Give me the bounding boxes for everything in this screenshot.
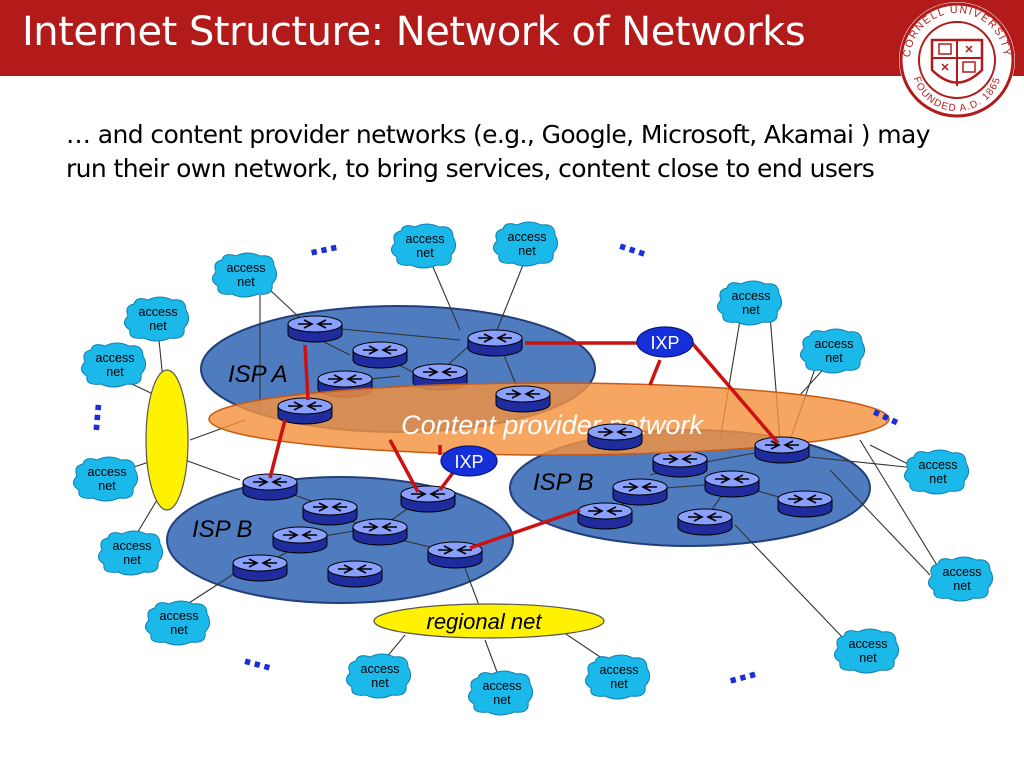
access-net-word-1: access — [227, 261, 266, 275]
ixp-top-label: IXP — [650, 333, 679, 353]
access-net-word-2: net — [518, 244, 536, 258]
access-net-word-2: net — [825, 351, 843, 365]
access-net-word-1: access — [943, 565, 982, 579]
ellipsis-left: … — [72, 400, 109, 433]
access-net-word-2: net — [610, 677, 628, 691]
access-net-word-2: net — [149, 319, 167, 333]
access-net-word-2: net — [106, 365, 124, 379]
regional-net-ellipse — [373, 603, 605, 639]
slide-title: Internet Structure: Network of Networks — [22, 9, 806, 55]
ellipsis-top-left: … — [304, 223, 341, 263]
access-net-word-2: net — [416, 246, 434, 260]
access-net-word-1: access — [96, 351, 135, 365]
access-net-word-1: access — [600, 663, 639, 677]
access-net-word-2: net — [98, 479, 116, 493]
access-net-word-2: net — [493, 693, 511, 707]
access-net-word-1: access — [88, 465, 127, 479]
router-content-1 — [277, 397, 333, 425]
title-bar: Internet Structure: Network of Networks — [0, 0, 1024, 76]
router-content-4 — [754, 436, 810, 464]
slide-body-text: … and content provider networks (e.g., G… — [66, 120, 931, 183]
access-net-word-1: access — [160, 609, 199, 623]
access-net-word-2: net — [953, 579, 971, 593]
access-net-word-1: access — [919, 458, 958, 472]
router-isp-a-3 — [467, 329, 523, 357]
router-isp-b-right-1 — [652, 450, 708, 478]
ellipsis-top-right: … — [615, 222, 654, 265]
router-isp-b-left-7 — [327, 560, 383, 588]
yellow-regional-ellipse — [145, 369, 189, 511]
regional-net-label: regional net — [427, 609, 543, 634]
access-net-word-1: access — [361, 662, 400, 676]
access-net-word-2: net — [742, 303, 760, 317]
access-net-word-2: net — [929, 472, 947, 486]
router-isp-b-right-6 — [777, 490, 833, 518]
router-isp-b-left-2 — [302, 498, 358, 526]
access-net-word-2: net — [859, 651, 877, 665]
ixp-mid-label: IXP — [454, 452, 483, 472]
isp-a-label: ISP A — [228, 361, 288, 388]
access-net-word-1: access — [815, 337, 854, 351]
content-provider-label: Content provider network — [401, 410, 704, 440]
router-isp-b-left-3 — [272, 526, 328, 554]
ixp-mid — [440, 445, 498, 477]
cornell-seal-logo: CORNELL UNIVERSITY FOUNDED A.D. 1865 — [899, 2, 1015, 118]
router-isp-b-right-4 — [577, 502, 633, 530]
ixp-top — [636, 326, 694, 358]
ellipsis-bottom-right: … — [722, 650, 760, 692]
access-net-word-1: access — [508, 230, 547, 244]
router-content-3 — [587, 423, 643, 451]
router-content-2 — [495, 385, 551, 413]
isp-b-left-label: ISP B — [192, 516, 252, 543]
router-isp-b-left-6 — [232, 554, 288, 582]
content-provider-network — [208, 382, 890, 456]
router-isp-b-left-5 — [400, 485, 456, 513]
router-isp-b-right-5 — [677, 508, 733, 536]
access-net-word-1: access — [113, 539, 152, 553]
access-net-word-2: net — [123, 553, 141, 567]
router-isp-b-right-3 — [704, 470, 760, 498]
access-net-word-2: net — [237, 275, 255, 289]
access-net-word-2: net — [170, 623, 188, 637]
access-net-word-1: access — [139, 305, 178, 319]
isp-b-right-label: ISP B — [533, 469, 593, 496]
access-net-word-1: access — [849, 637, 888, 651]
router-isp-a-2 — [352, 341, 408, 369]
access-net-word-1: access — [483, 679, 522, 693]
router-isp-a-1 — [287, 315, 343, 343]
access-net-word-2: net — [371, 676, 389, 690]
router-isp-b-right-2 — [612, 478, 668, 506]
access-net-word-1: access — [406, 232, 445, 246]
ellipsis-bottom-left: … — [240, 637, 278, 679]
access-net-word-1: access — [732, 289, 771, 303]
router-isp-b-left-4 — [352, 518, 408, 546]
